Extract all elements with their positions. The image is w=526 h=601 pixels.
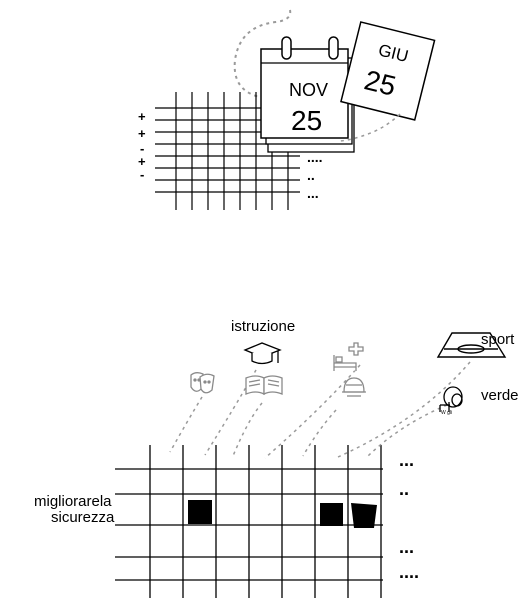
theatre-masks-icon xyxy=(190,372,215,394)
calendar-giu-day: 25 xyxy=(361,64,399,102)
binder-ring-left-icon xyxy=(281,36,292,60)
row-sign-4: + xyxy=(138,154,146,169)
verde-sign-text: W gli xyxy=(441,410,452,416)
stadium-icon xyxy=(436,332,507,358)
bottom-dots-3: ... xyxy=(399,537,414,557)
top-dots-1: .... xyxy=(307,149,323,165)
top-dots-2: .. xyxy=(307,167,315,183)
bottom-dots-2: .. xyxy=(399,479,409,499)
row-sign-5: - xyxy=(140,167,144,182)
binder-ring-right-icon xyxy=(328,36,339,60)
bottom-dots-4: .... xyxy=(399,562,419,582)
row-sign-2: + xyxy=(138,126,146,141)
filled-cell-3 xyxy=(351,503,377,528)
row-label-line1: migliorarela xyxy=(34,493,112,510)
label-istruzione: istruzione xyxy=(231,318,295,335)
row-sign-1: + xyxy=(138,109,146,124)
graduation-cap-icon xyxy=(243,342,282,365)
dashed-connectors xyxy=(169,361,471,459)
label-sport: sport xyxy=(481,331,515,348)
top-dots-3: ... xyxy=(307,185,319,201)
bottom-grid xyxy=(115,445,383,598)
top-grid xyxy=(155,92,300,210)
calendar-nov-month: NOV xyxy=(289,80,328,100)
row-label-line2: sicurezza xyxy=(51,509,115,526)
calendar-giu: GIU 25 xyxy=(340,21,436,121)
label-verde: verde xyxy=(481,387,519,404)
calendar-nov-day: 25 xyxy=(291,105,322,136)
calendar-nov: NOV 25 xyxy=(260,36,355,153)
book-icon xyxy=(245,375,283,396)
filled-cell-1 xyxy=(188,500,212,524)
dashed-connector-top xyxy=(339,113,401,142)
row-sign-3: - xyxy=(140,141,144,156)
tree-icon xyxy=(439,386,463,412)
hospital-bed-icon xyxy=(333,342,364,371)
filled-cell-2 xyxy=(320,503,343,526)
helmet-icon xyxy=(342,377,366,397)
bottom-dots-1: ... xyxy=(399,450,414,470)
